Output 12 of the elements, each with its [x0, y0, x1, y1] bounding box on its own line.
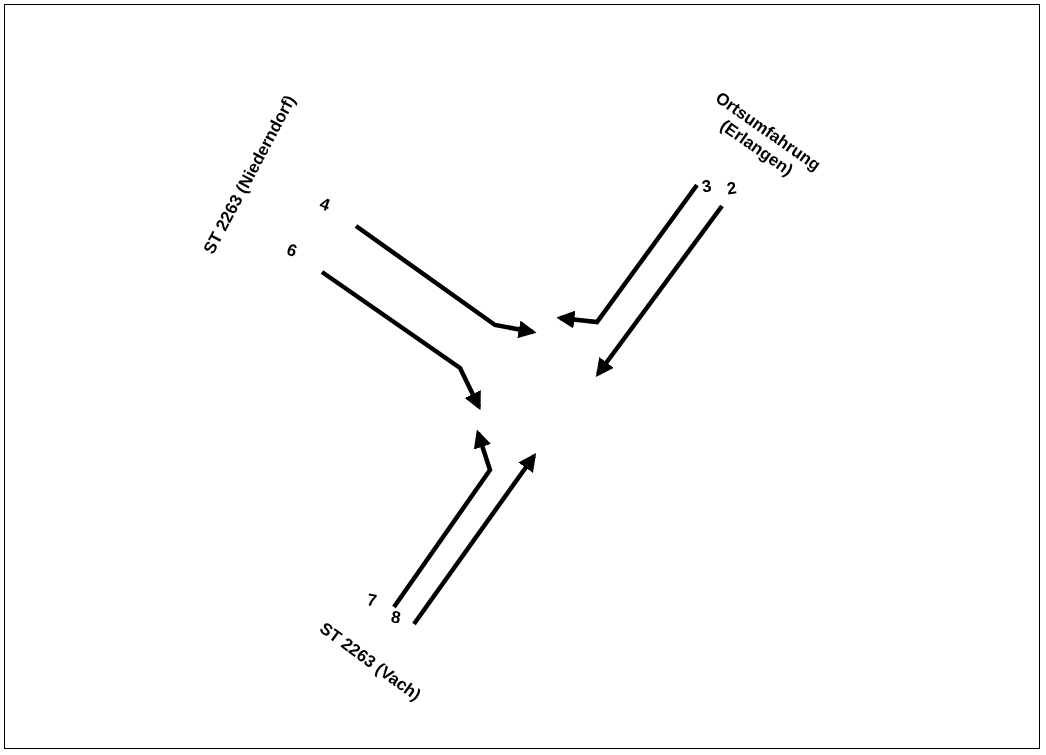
arrow: [354, 224, 537, 339]
movement-number: 6: [284, 240, 300, 262]
movement-number: 7: [365, 591, 378, 611]
movement-number: 2: [725, 179, 738, 199]
arrow: [392, 429, 493, 609]
arrow: [556, 183, 699, 329]
movement-number: 8: [389, 608, 402, 628]
arrow: [412, 453, 537, 626]
arrow: [320, 270, 482, 411]
movement-number: 4: [317, 194, 333, 216]
arrow: [595, 204, 724, 377]
movement-number: 3: [700, 177, 713, 197]
